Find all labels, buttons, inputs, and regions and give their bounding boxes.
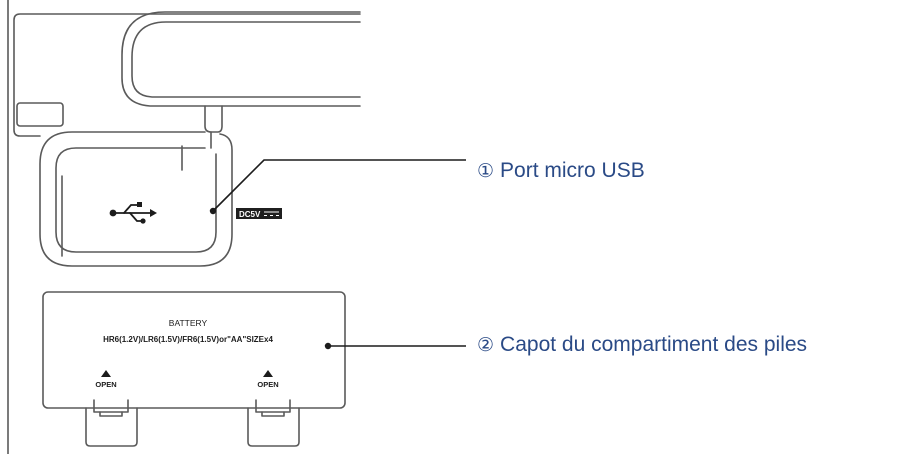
callout-number: ① <box>477 161 495 182</box>
battery-cover-outline <box>42 291 346 409</box>
dc5v-badge-text: DC5V <box>239 210 261 219</box>
device-body-outline <box>13 13 361 137</box>
latch-right <box>247 407 300 447</box>
usb-recess-inner <box>55 147 217 253</box>
callout-number: ② <box>477 335 495 356</box>
usb-recess-outer <box>39 131 233 267</box>
leader-dot-usb <box>209 207 217 215</box>
triangle-up-icon <box>101 370 111 377</box>
open-label-left: OPEN <box>95 380 116 389</box>
side-slot <box>16 102 64 127</box>
triangle-up-icon <box>263 370 273 377</box>
usb-icon <box>109 202 157 224</box>
battery-spec: HR6(1.2V)/LR6(1.5V)/FR6(1.5V)or"AA"SIZEx… <box>103 335 273 344</box>
latch-left <box>85 407 138 447</box>
leader-line-usb <box>212 159 466 212</box>
open-label-right: OPEN <box>257 380 278 389</box>
callout-text: Port micro USB <box>500 159 645 182</box>
dc5v-badge: DC5V <box>236 208 282 219</box>
callout-text: Capot du compartiment des piles <box>500 333 808 356</box>
leader-dot-battery <box>324 342 332 350</box>
dc-current-symbol <box>264 211 279 216</box>
battery-title: BATTERY <box>169 318 208 328</box>
device-handle <box>121 11 361 107</box>
